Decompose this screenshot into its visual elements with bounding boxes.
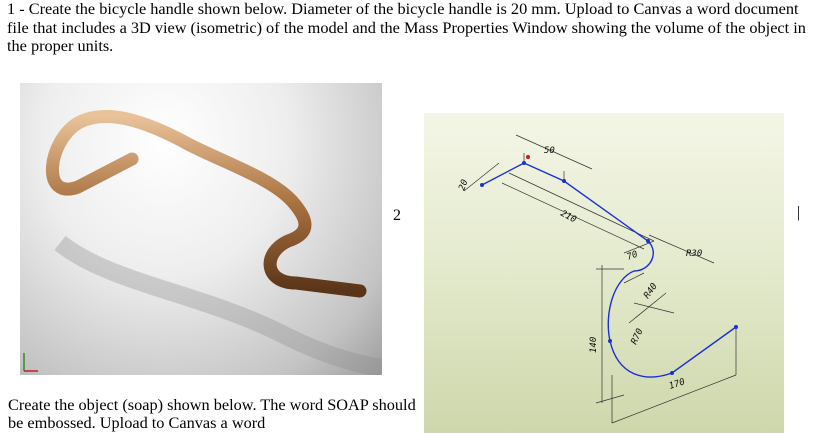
dim-20: 20	[457, 178, 470, 192]
assignment-paragraph-2: Create the object (soap) shown below. Th…	[8, 395, 416, 432]
dimensioned-sketch: 50 20 210 R30 70 R40 R70 140 170	[424, 113, 784, 433]
dim-r30: R30	[686, 249, 702, 259]
dim-140: 140	[589, 337, 599, 353]
page-number: 2	[393, 207, 401, 224]
axis-triad-icon	[23, 353, 38, 372]
dim-170: 170	[668, 377, 687, 392]
dim-50: 50	[544, 146, 555, 156]
dim-r70: R70	[630, 327, 646, 346]
handle-tube	[46, 110, 367, 298]
dim-70: 70	[626, 250, 640, 263]
bicycle-handle-render	[20, 83, 382, 375]
sketch-path	[480, 155, 738, 378]
margin-mark: |	[797, 204, 801, 221]
dim-r40: R40	[642, 282, 660, 301]
assignment-paragraph-1: 1 - Create the bicycle handle shown belo…	[7, 0, 806, 55]
dim-210: 210	[559, 209, 578, 225]
